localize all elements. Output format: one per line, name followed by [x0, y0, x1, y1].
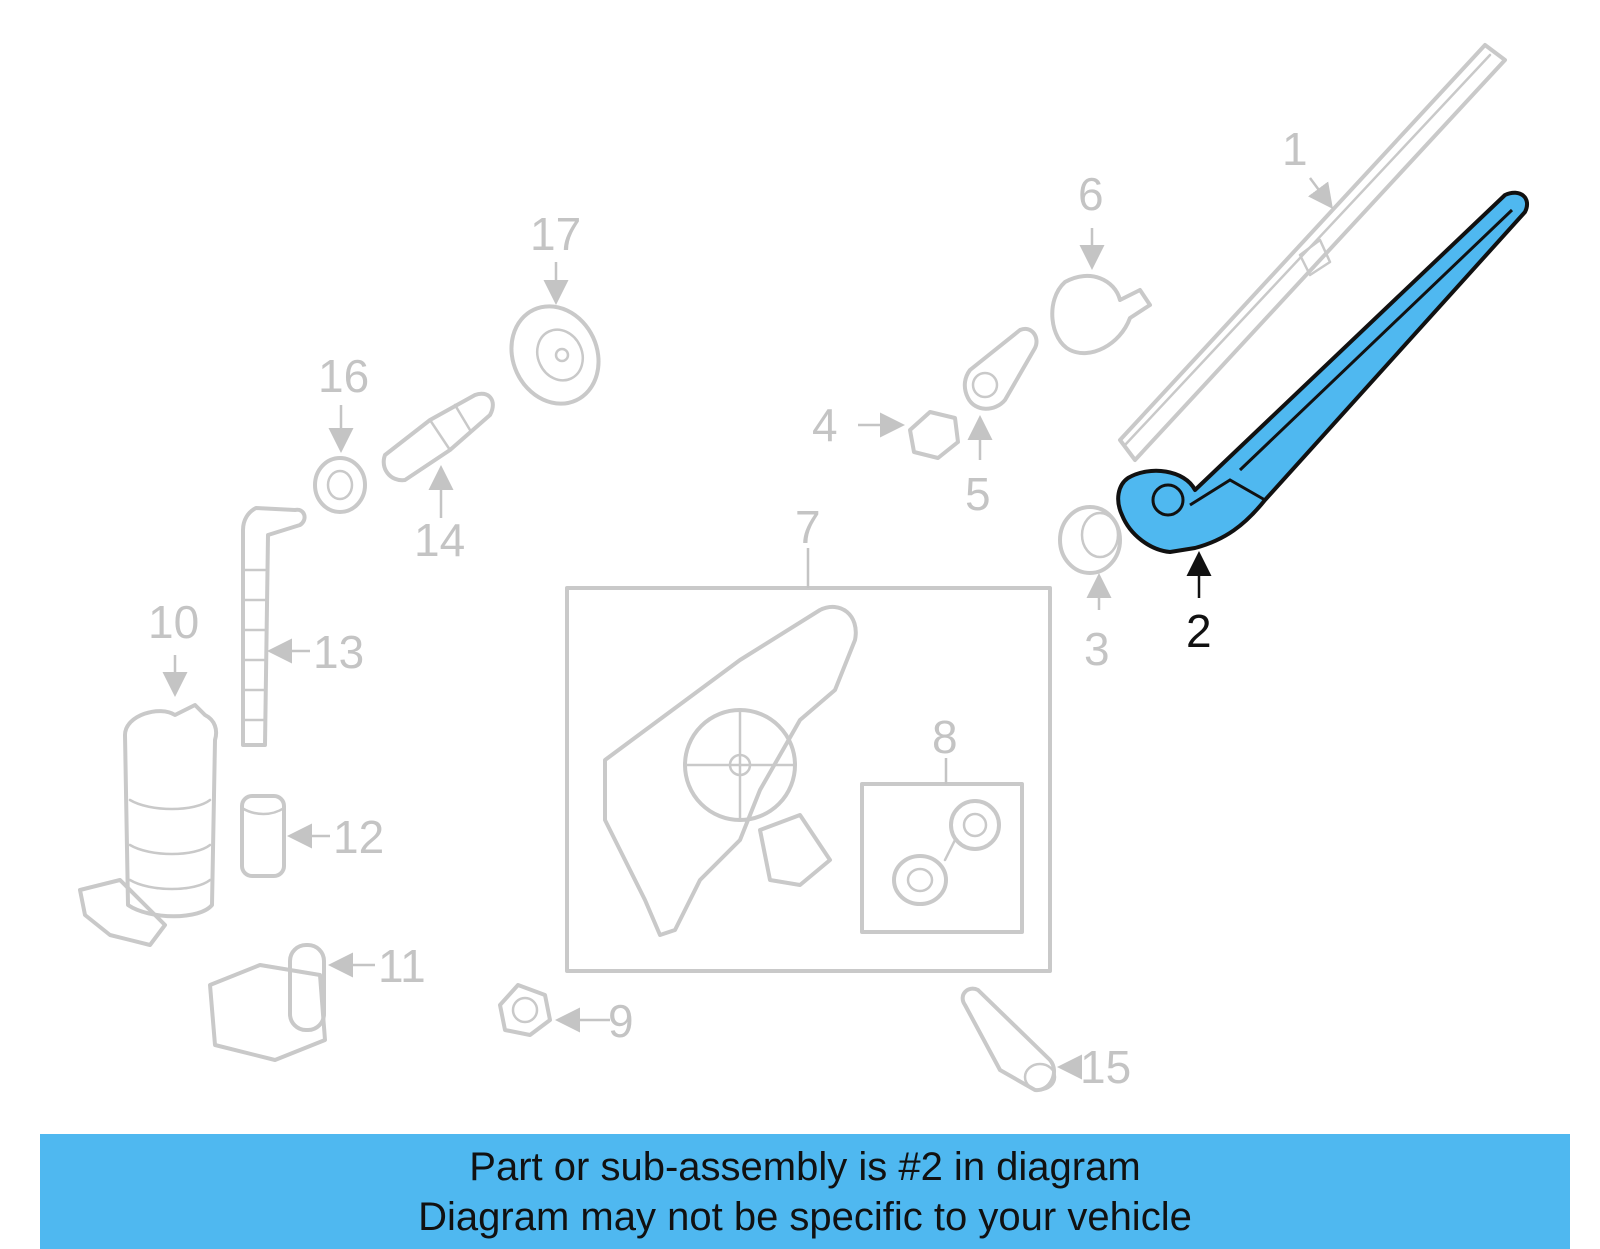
callout-8: 8 [932, 711, 958, 763]
part-7-motor-assembly[interactable] [565, 586, 1052, 973]
part-10-washer-pump[interactable] [78, 703, 219, 947]
part-8-bushing-kit[interactable] [860, 782, 1024, 934]
part-11-pump-motor[interactable] [208, 943, 327, 1062]
part-1-wiper-blade[interactable] [1118, 43, 1507, 462]
callout-2: 2 [1186, 605, 1212, 657]
banner-line-1: Part or sub-assembly is #2 in diagram [469, 1144, 1141, 1189]
callout-6: 6 [1078, 168, 1104, 220]
part-6-cover[interactable] [1050, 274, 1152, 356]
callout-4: 4 [812, 399, 838, 451]
info-banner: Part or sub-assembly is #2 in diagram Di… [40, 1134, 1570, 1249]
part-4-nut[interactable] [908, 410, 960, 460]
part-5-cap[interactable] [962, 326, 1039, 411]
part-3-grommet[interactable] [1058, 505, 1122, 575]
callout-14: 14 [414, 514, 465, 566]
callout-17: 17 [530, 208, 581, 260]
leader-lines [162, 177, 1333, 1080]
callout-9: 9 [608, 995, 634, 1047]
banner-line-2: Diagram may not be specific to your vehi… [418, 1194, 1192, 1239]
callout-15: 15 [1080, 1041, 1131, 1093]
callout-7: 7 [795, 501, 821, 553]
callout-16: 16 [318, 350, 369, 402]
callout-12: 12 [333, 811, 384, 863]
part-13-hose[interactable] [241, 506, 307, 747]
callout-1: 1 [1282, 123, 1308, 175]
part-9-nut[interactable] [498, 983, 552, 1037]
callout-3: 3 [1084, 623, 1110, 675]
part-12-sleeve[interactable] [240, 794, 286, 878]
callout-13: 13 [313, 626, 364, 678]
part-17-pulley[interactable] [496, 292, 614, 418]
callout-10: 10 [148, 596, 199, 648]
callout-5: 5 [965, 468, 991, 520]
part-14-connector[interactable] [381, 391, 495, 483]
part-2-wiper-arm[interactable] [1116, 190, 1529, 554]
part-16-clip[interactable] [313, 456, 367, 514]
part-15-nozzle[interactable] [960, 986, 1057, 1093]
callout-11: 11 [378, 940, 426, 992]
